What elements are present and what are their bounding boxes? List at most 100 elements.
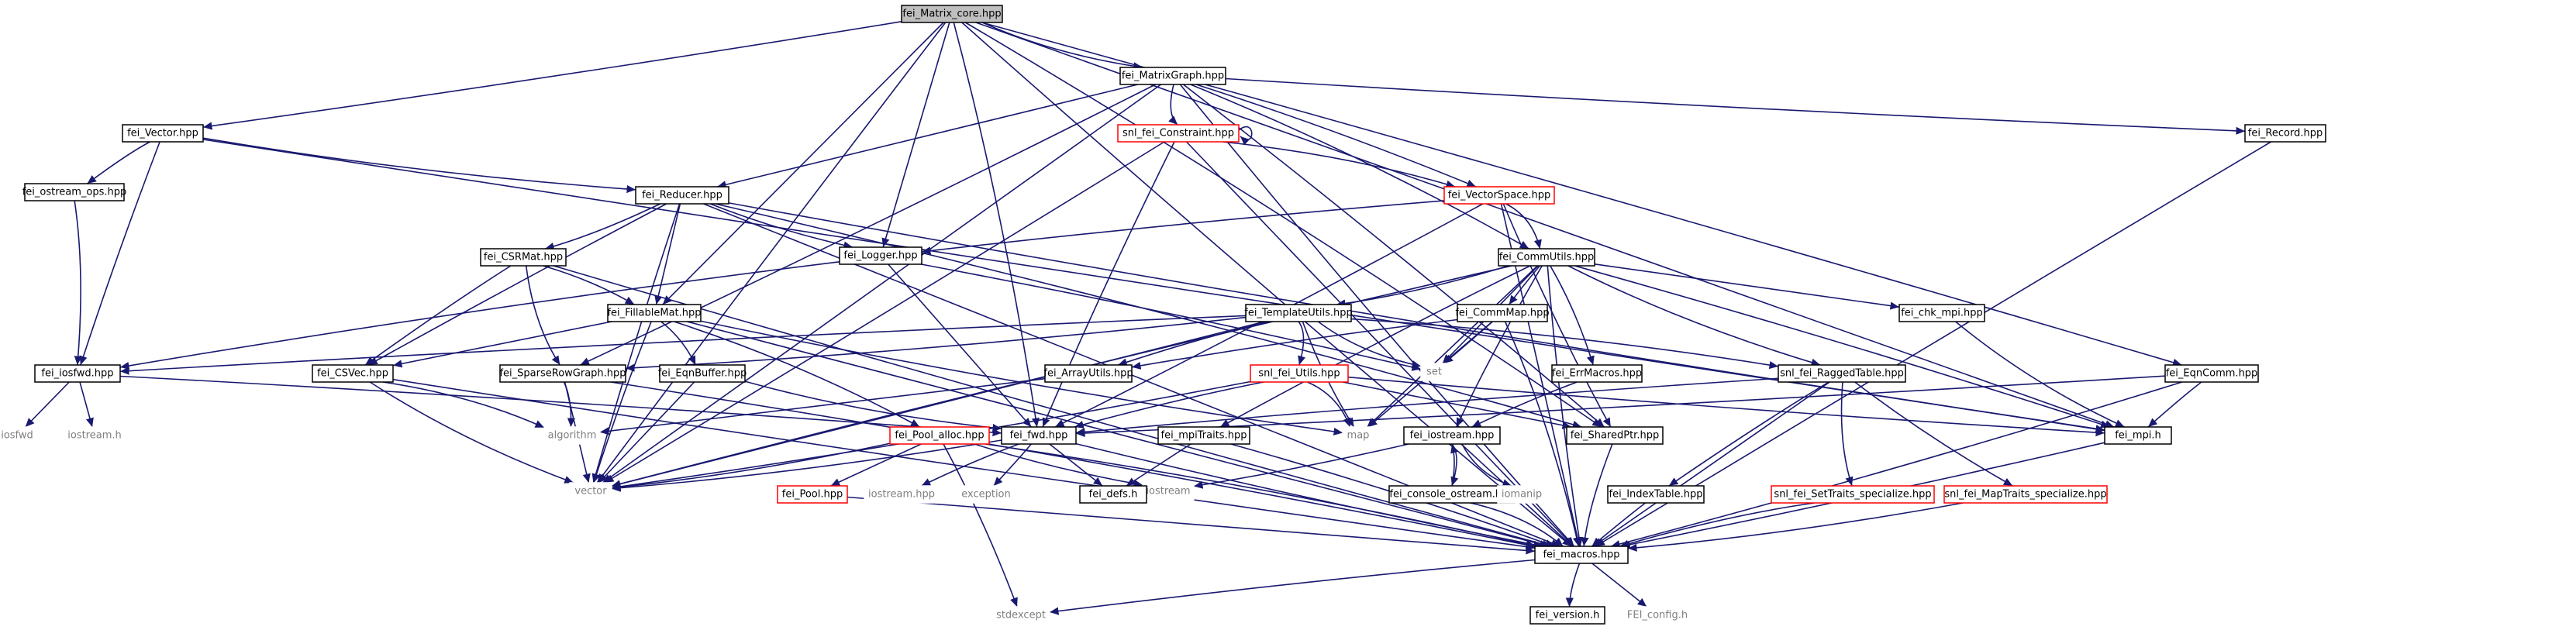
node-label: fei_iosfwd.hpp [41, 368, 113, 380]
edge-fei-fwd-to-exception [993, 443, 1032, 487]
node-box [889, 426, 990, 445]
node-fei-vectorspace[interactable]: fei_VectorSpace.hpp [1443, 186, 1555, 205]
node-label: fei_Logger.hpp [843, 250, 917, 262]
edge-fei-macros-to-fei-config [1591, 563, 1647, 608]
edge [921, 443, 1019, 487]
node-label: fei_macros.hpp [1543, 549, 1619, 561]
edge [1471, 381, 1578, 428]
node-fei-reducer[interactable]: fei_Reducer.hpp [635, 186, 729, 205]
node-label: vector [574, 486, 607, 497]
node-box [1044, 364, 1133, 383]
node-fei-console-ostream[interactable]: fei_console_ostream.hpp [1388, 485, 1516, 504]
edge-fei-logger-to-fei-iosfwd [119, 261, 840, 370]
node-fei-commmap[interactable]: fei_CommMap.hpp [1455, 304, 1550, 322]
node-fei-templateutils[interactable]: fei_TemplateUtils.hpp [1244, 304, 1353, 322]
node-iosfwd: iosfwd [0, 426, 35, 445]
node-fei-pool[interactable]: fei_Pool.hpp [777, 485, 848, 504]
node-box [1403, 426, 1501, 445]
node-fei-errmacros[interactable]: fei_ErrMacros.hpp [1551, 364, 1643, 383]
node-fei-matrix-core[interactable]: fei_Matrix_core.hpp [901, 5, 1003, 23]
edge [87, 141, 150, 184]
node-box [1534, 546, 1629, 564]
edge [625, 316, 1247, 372]
node-fei-arrayutils[interactable]: fei_ArrayUtils.hpp [1043, 364, 1133, 383]
edge [611, 321, 1265, 488]
node-fei-csrmat[interactable]: fei_CSRMat.hpp [480, 248, 567, 267]
node-snl-fei-maptraits[interactable]: snl_fei_MapTraits_specialize.hpp [1943, 485, 2108, 504]
node-fei-chk-mpi[interactable]: fei_chk_mpi.hpp [1898, 304, 1985, 322]
edge-fei-pool-alloc-to-stdexcept [943, 443, 1018, 608]
node-fei-eqncomm[interactable]: fei_EqnComm.hpp [2164, 364, 2259, 383]
edge-fei-commutils-to-fei-templateutils [1336, 265, 1509, 308]
edge-fei-templateutils-to-fei-iosfwd [119, 315, 1247, 375]
edge [1195, 84, 1477, 188]
edge-fei-csrmat-to-fei-sparserowgraph [525, 265, 560, 366]
edge [1450, 443, 1459, 487]
node-fei-version[interactable]: fei_version.h [1529, 606, 1605, 625]
node-fei-eqnbuffer[interactable]: fei_EqnBuffer.hpp [658, 364, 747, 383]
node-box [659, 364, 746, 383]
edge [1190, 84, 1529, 250]
node-snl-fei-settraits[interactable]: snl_fei_SetTraits_specialize.hpp [1771, 485, 1935, 504]
node-label: iomanip [1502, 489, 1542, 501]
node-fei-pool-alloc[interactable]: fei_Pool_alloc.hpp [889, 426, 990, 445]
node-fei-fwd[interactable]: fei_fwd.hpp [1001, 426, 1077, 445]
edge-fei-fwd-to-fei-defs [1049, 443, 1103, 487]
node-label: fei_CSRMat.hpp [484, 252, 563, 263]
node-label: fei_version.h [1536, 610, 1600, 621]
node-fei-mpitraits[interactable]: fei_mpiTraits.hpp [1157, 426, 1250, 445]
edge [599, 377, 1046, 435]
node-fei-csvec[interactable]: fei_CSVec.hpp [312, 364, 394, 383]
edge [1854, 381, 2013, 487]
node-box [1245, 304, 1352, 322]
node-label: fei_MatrixGraph.hpp [1122, 71, 1224, 82]
node-label: fei_Pool.hpp [782, 489, 843, 501]
node-box [839, 246, 922, 265]
node-fei-indextable[interactable]: fei_IndexTable.hpp [1607, 485, 1705, 504]
header-nodes: fei_Matrix_core.hpp fei_MatrixGraph.hppfe… [0, 5, 2326, 625]
edge [1225, 77, 2246, 135]
edge-snl-fei-raggedtable-to-fei-macros [1593, 381, 1830, 547]
node-fei-mpi[interactable]: fei_mpi.h [2104, 426, 2172, 445]
edge-fei-eqnbuffer-to-vector [598, 381, 695, 484]
node-fei-record[interactable]: fei_Record.hpp [2244, 124, 2326, 143]
node-box [1117, 124, 1240, 143]
edge [79, 381, 94, 428]
node-fei-macros[interactable]: fei_macros.hpp [1534, 546, 1629, 564]
node-fei-defs[interactable]: fei_defs.h [1079, 485, 1147, 504]
edge-fei-matrixgraph-to-snl-fei-constraint [1168, 84, 1178, 126]
node-fei-iostream[interactable]: fei_iostream.hpp [1403, 426, 1501, 445]
edge-fei-console-ostream-to-fei-macros [1470, 502, 1564, 547]
node-algorithm: algorithm [543, 426, 601, 445]
node-box [1001, 426, 1077, 445]
node-snl-fei-raggedtable[interactable]: snl_fei_RaggedTable.hpp [1778, 364, 1906, 383]
node-fei-sharedptr[interactable]: fei_SharedPtr.hpp [1566, 426, 1664, 445]
edge [1591, 563, 1647, 608]
node-label: fei_Reducer.hpp [642, 190, 722, 201]
edge [1565, 563, 1581, 608]
edge [674, 321, 920, 428]
edge-fei-csvec-to-algorithm [382, 381, 545, 429]
node-box [1119, 67, 1226, 85]
edge-fei-commutils-to-fei-iostream [1456, 265, 1543, 428]
edge-fei-vector-to-fei-reducer [202, 137, 636, 194]
node-box [1551, 364, 1643, 383]
edge [1183, 84, 1605, 428]
node-fei-vector[interactable]: fei_Vector.hpp [122, 124, 204, 143]
node-fei-commutils[interactable]: fei_CommUtils.hpp [1498, 248, 1595, 267]
node-snl-fei-constraint[interactable]: snl_fei_Constraint.hpp [1117, 124, 1240, 143]
edge [943, 443, 1018, 608]
node-fei-ostream-ops[interactable]: fei_ostream_ops.hpp [22, 183, 127, 201]
edge [1042, 141, 1175, 428]
node-fei-sparserowgraph[interactable]: fei_SparseRowGraph.hpp [499, 364, 626, 383]
node-fei-logger[interactable]: fei_Logger.hpp [839, 246, 922, 265]
edge-fei-vectorspace-to-fei-commutils [1505, 203, 1542, 250]
edge [1610, 381, 2183, 549]
node-fei-iosfwd[interactable]: fei_iosfwd.hpp [34, 364, 121, 383]
node-snl-fei-utils[interactable]: snl_fei_Utils.hpp [1250, 364, 1349, 383]
node-fei-matrixgraph[interactable]: fei_MatrixGraph.hpp [1119, 67, 1226, 85]
node-fei-fillablemat[interactable]: fei_FillableMat.hpp [607, 304, 702, 322]
edge [1219, 265, 1531, 428]
edge-fei-matrixgraph-to-fei-vectorspace [1195, 84, 1477, 188]
node-box [24, 183, 125, 201]
